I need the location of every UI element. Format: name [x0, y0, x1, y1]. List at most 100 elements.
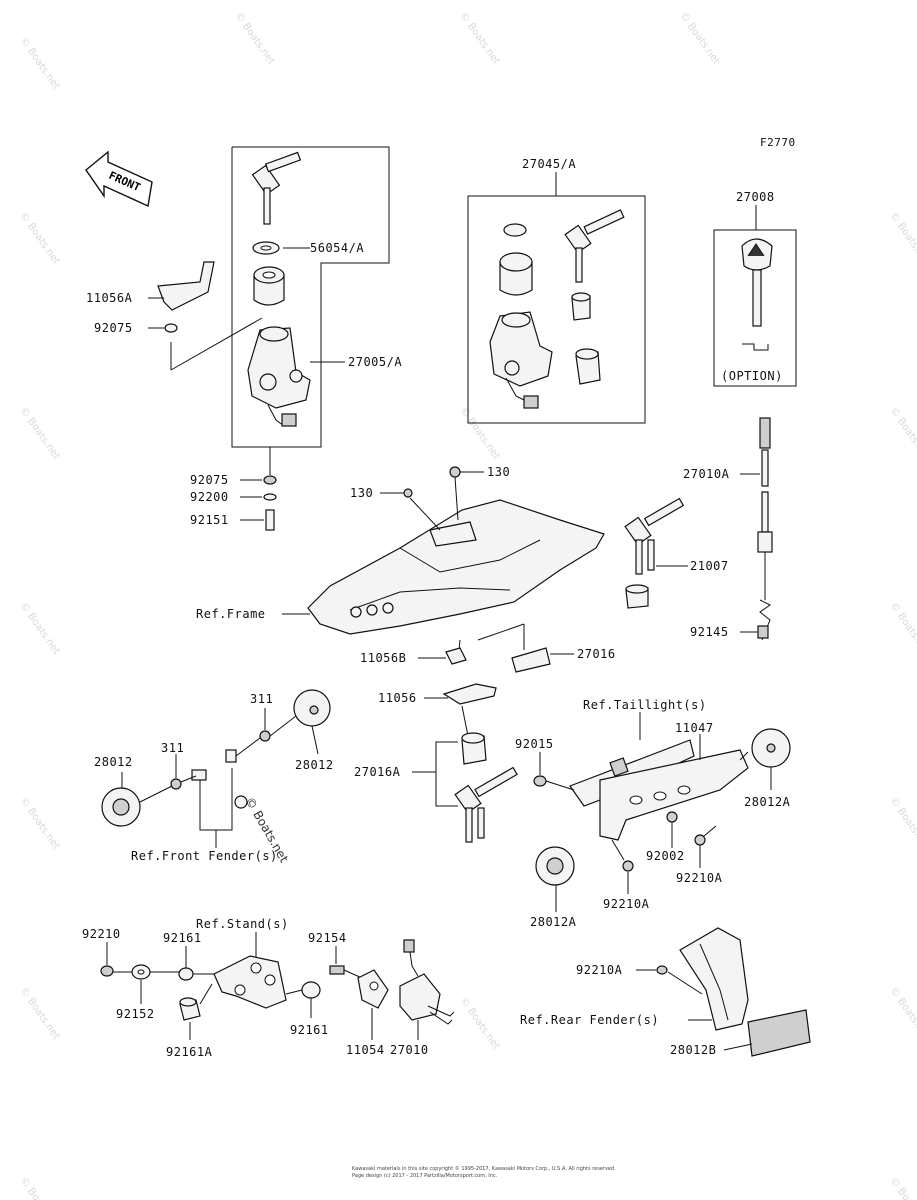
- washer-icon: [503, 223, 527, 237]
- frame-icon: [307, 499, 605, 635]
- stand-plate-11054-icon: [357, 969, 389, 1009]
- part-label-11056a: 11056A: [86, 291, 133, 305]
- nut-icon: [656, 965, 668, 975]
- front-arrow-icon: FRONT: [85, 150, 153, 208]
- nut-icon: [301, 981, 321, 999]
- stud-icon: [225, 749, 237, 763]
- part-label-130a: 130: [350, 486, 373, 500]
- part-label-130b: 130: [487, 465, 510, 479]
- ignition-key-icon: [454, 766, 518, 843]
- part-label-27010: 27010: [390, 1043, 429, 1057]
- ignition-key-icon: [251, 151, 302, 225]
- copyright-line-1: Kawasaki materials in this site copyrigh…: [352, 1165, 616, 1172]
- nut-icon: [164, 323, 178, 333]
- bracket-11056-icon: [442, 683, 497, 705]
- part-label-92015: 92015: [515, 737, 554, 751]
- nut-icon: [263, 475, 277, 485]
- part-label-92152: 92152: [116, 1007, 155, 1021]
- part-label-92210a-2: 92210A: [603, 897, 650, 911]
- watermark: © Boats.net: [458, 995, 502, 1051]
- rear-fender-ref-label: Ref.Rear Fender(s): [520, 1013, 659, 1027]
- frame-ref-label: Ref.Frame: [196, 607, 266, 621]
- bolt-icon: [329, 965, 345, 975]
- ignition-key-icon: [564, 209, 625, 283]
- part-label-92161a-cap: 92161A: [166, 1045, 213, 1059]
- stud-icon: [191, 769, 207, 781]
- watermark: © Boats.net: [18, 210, 62, 266]
- bolt-icon: [666, 811, 678, 823]
- ignition-key-icon: [624, 497, 685, 575]
- watermark: © Boats.net: [18, 985, 62, 1041]
- stand-ref-label: Ref.Stand(s): [196, 917, 289, 931]
- part-label-11047: 11047: [675, 721, 714, 735]
- option-key-group: (OPTION): [713, 205, 797, 387]
- part-label-27010a: 27010A: [683, 467, 730, 481]
- part-label-56054: 56054/A: [310, 241, 364, 255]
- bolt-icon: [449, 466, 461, 478]
- cylinder-cover-icon: [253, 266, 285, 306]
- watermark: © Boats.net: [888, 210, 917, 266]
- washer-icon: [263, 493, 277, 501]
- bracket-11056b-icon: [445, 647, 467, 665]
- part-label-21007: 21007: [690, 559, 729, 573]
- nut-icon: [694, 834, 706, 846]
- part-label-11056: 11056: [378, 691, 417, 705]
- ignition-switch-body-icon: [247, 326, 311, 427]
- part-label-92210a-3: 92210A: [576, 963, 623, 977]
- part-label-27045: 27045/A: [522, 157, 576, 171]
- part-label-28012b: 28012: [295, 758, 334, 772]
- part-label-311a: 311: [250, 692, 273, 706]
- option-text: (OPTION): [721, 369, 783, 383]
- copyright-line-2: Page design (c) 2017 - 2017 Partzilla/Mo…: [352, 1173, 498, 1179]
- part-label-27008: 27008: [736, 190, 775, 204]
- latch-27016-icon: [511, 647, 551, 673]
- watermark: © Boats.net: [458, 405, 502, 461]
- lock-cylinder-icon: [575, 348, 601, 385]
- washer-icon: [178, 967, 194, 981]
- bracket-11056a-icon: [157, 261, 215, 311]
- watermark: © Boats.net: [888, 405, 917, 461]
- nut-icon: [100, 965, 114, 977]
- lock-cylinder-icon: [571, 292, 591, 321]
- rear-reflector-28012b-icon: [747, 1009, 811, 1057]
- watermark: © Boats.net: [888, 985, 917, 1041]
- taillight-ref-label: Ref.Taillight(s): [583, 698, 707, 712]
- part-label-92075: 92075: [94, 321, 133, 335]
- side-stand-bracket-icon: [213, 955, 287, 1009]
- nut-icon: [170, 778, 182, 790]
- part-label-11054: 11054: [346, 1043, 385, 1057]
- ignition-switch-body-icon: [489, 311, 553, 409]
- part-label-28012a: 28012: [94, 755, 133, 769]
- cylinder-cover-icon: [499, 252, 533, 296]
- license-bracket-11047-icon: [599, 749, 749, 841]
- nut-icon: [533, 775, 547, 787]
- part-label-92154: 92154: [308, 931, 347, 945]
- watermark: © Boats.net: [888, 1175, 917, 1200]
- lock-cylinder-icon: [461, 732, 487, 765]
- watermark: © Boats.net: [458, 10, 502, 66]
- part-label-28012b: 28012B: [670, 1043, 716, 1057]
- part-label-27016: 27016: [577, 647, 616, 661]
- watermark: © Boats.net: [678, 10, 722, 66]
- part-label-28012a-2: 28012A: [530, 915, 577, 929]
- part-label-92161a: 92161: [163, 931, 202, 945]
- seat-lock-cable-icon: [757, 417, 773, 641]
- nut-icon: [622, 860, 634, 872]
- part-label-28012a-1: 28012A: [744, 795, 791, 809]
- bolt-icon: [403, 488, 413, 498]
- ignition-switch-group: [231, 146, 390, 448]
- figure-code: F2770: [760, 136, 796, 149]
- watermark: © Boats.net: [888, 795, 917, 851]
- key-blank-icon: [741, 238, 773, 351]
- part-label-27016a: 27016A: [354, 765, 401, 779]
- watermark: © Boats.net: [18, 35, 62, 91]
- rear-fender-icon: [679, 927, 749, 1031]
- part-label-92210a-1: 92210A: [676, 871, 723, 885]
- part-label-92145: 92145: [690, 625, 729, 639]
- bolt-icon: [265, 509, 275, 531]
- part-label-27005: 27005/A: [348, 355, 402, 369]
- washer-icon: [234, 795, 248, 809]
- front-fender-ref-label: Ref.Front Fender(s): [131, 849, 278, 863]
- nut-icon: [259, 730, 271, 742]
